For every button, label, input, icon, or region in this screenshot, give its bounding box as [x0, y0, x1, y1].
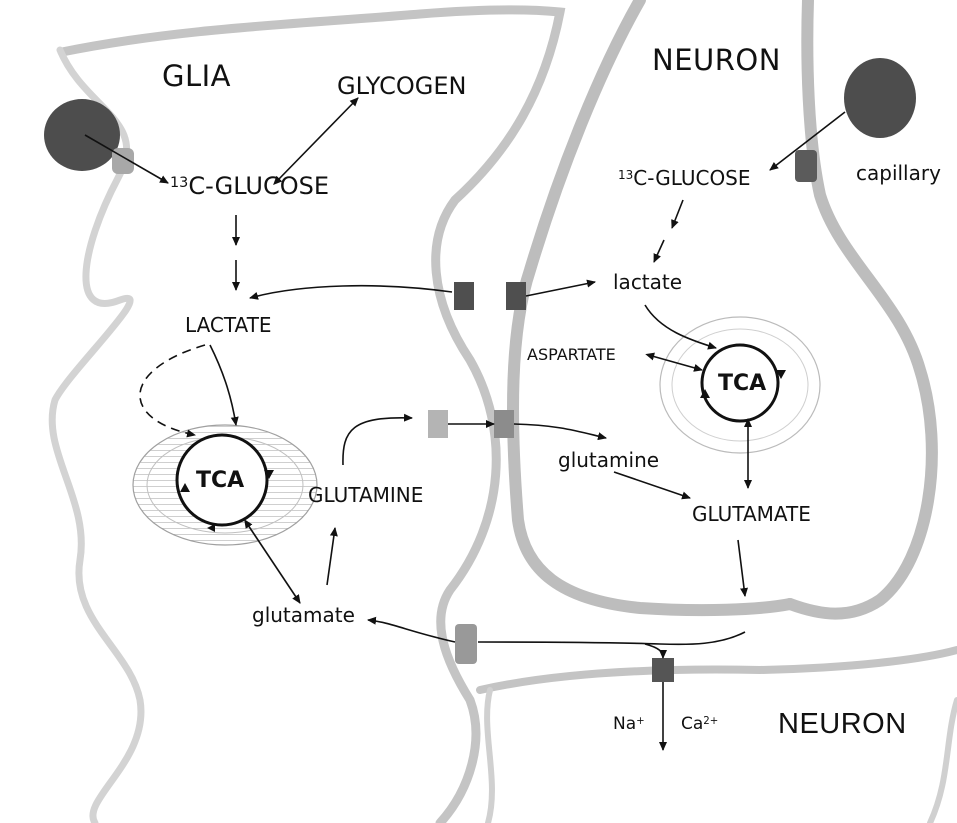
glia-glucose-isotope: 13	[170, 175, 188, 191]
neuron-top-title: NEURON	[652, 46, 781, 75]
transporter-neuron-glutamine	[494, 410, 514, 438]
neuron-glutamate-label: GLUTAMATE	[692, 504, 811, 524]
sodium-ion-label: Na+	[613, 716, 645, 733]
neuron-glucose-label: 13C-GLUCOSE	[618, 168, 751, 188]
glia-glutamine-label: GLUTAMINE	[308, 485, 423, 505]
neuron-bottom-title: NEURON	[778, 710, 907, 739]
glia-tca-label: TCA	[196, 470, 244, 492]
neuron-bottom-edge	[487, 690, 492, 823]
glycogen-label: GLYCOGEN	[337, 74, 467, 98]
neuron-glutamine-label: glutamine	[558, 450, 659, 470]
sodium-ion-charge: +	[636, 716, 645, 727]
neuron-bottom-right-edge	[930, 700, 957, 823]
neuron-tca-label: TCA	[718, 373, 766, 395]
calcium-ion-base: Ca	[681, 714, 703, 734]
neuron-arrows	[478, 112, 845, 750]
neuron-glucose-isotope: 13	[618, 168, 633, 182]
receptor-postsynaptic	[652, 658, 674, 682]
glia-glucose-text: C-GLUCOSE	[188, 172, 329, 200]
aspartate-label: ASPARTATE	[527, 347, 616, 363]
transporter-neuron-glucose	[795, 150, 817, 182]
glia-title: GLIA	[162, 62, 231, 91]
sodium-ion-base: Na	[613, 714, 636, 734]
capillary-label: capillary	[856, 163, 941, 183]
calcium-ion-label: Ca2+	[681, 716, 718, 733]
capillary-left	[44, 99, 120, 171]
transporter-glia-glutamate	[455, 624, 477, 664]
calcium-ion-charge: 2+	[703, 716, 718, 727]
glia-glucose-label: 13C-GLUCOSE	[170, 174, 329, 198]
transporter-neuron-lactate	[506, 282, 526, 310]
neuron-bottom-membrane	[480, 650, 957, 690]
transporter-glia-lactate	[454, 282, 474, 310]
glia-lactate-label: LACTATE	[185, 315, 272, 335]
glia-glutamate-label: glutamate	[252, 605, 355, 625]
neuron-lactate-label: lactate	[613, 272, 682, 292]
capillary-right	[844, 58, 916, 138]
transporter-glia-glutamine	[428, 410, 448, 438]
neuron-glucose-text: C-GLUCOSE	[633, 166, 750, 190]
